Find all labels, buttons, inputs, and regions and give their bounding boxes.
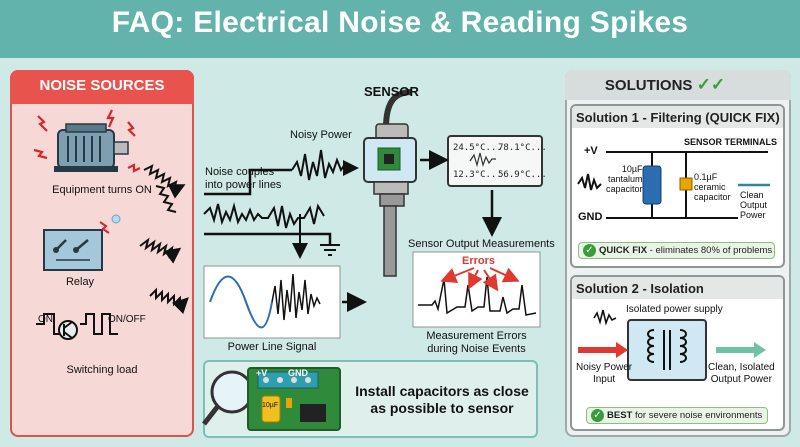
- check-marks-icon: ✓✓: [696, 75, 726, 94]
- sensor-output-plot: [412, 251, 541, 328]
- switch-on-tag: ON: [38, 314, 53, 325]
- board-cap-label: 10µF: [262, 402, 279, 409]
- noisy-power-wave: [291, 149, 359, 181]
- tantalum-capacitor-icon: [642, 165, 662, 205]
- noise-zigzag-arrows: [139, 164, 189, 315]
- coupled-noise-wave: [203, 202, 325, 229]
- board-gnd-label: GND: [288, 368, 308, 378]
- s1-gnd-label: GND: [578, 211, 603, 223]
- reading-2: 78.1°C...: [498, 143, 547, 153]
- solutions-header: [565, 70, 791, 100]
- s1-plusv-label: +V: [584, 145, 598, 157]
- solution1-title: Solution 1 - Filtering (QUICK FIX): [576, 110, 780, 125]
- s1-sensor-terminals-label: SENSOR TERMINALS: [684, 137, 778, 147]
- reading-3: 12.3°C...: [453, 170, 502, 180]
- s1-quick-fix-badge: ✓QUICK FIX - eliminates 80% of problems: [578, 242, 775, 259]
- equipment-label: Equipment turns ON: [52, 184, 152, 196]
- noise-sources-header: [10, 70, 194, 104]
- check-icon: ✓: [583, 244, 596, 257]
- solutions-title: SOLUTIONS ✓✓: [604, 75, 726, 94]
- noisy-input-wave: [593, 309, 617, 326]
- s1-cap2-label: 0.1µF ceramic capacitor: [694, 172, 731, 202]
- sensor-output-label: Sensor Output Measurements: [408, 238, 555, 250]
- check-icon: ✓: [591, 409, 604, 422]
- solution1-header: [572, 106, 783, 128]
- switch-onoff-tag: ON/OFF: [108, 314, 146, 325]
- s2-best-badge: ✓BEST for severe noise environments: [586, 407, 768, 424]
- filter-schematic: [577, 151, 768, 219]
- motor-icon: [54, 123, 129, 172]
- noisy-power-label: Noisy Power: [290, 129, 352, 141]
- ground-icon: [320, 244, 340, 256]
- measurement-errors-label: Measurement Errors during Noise Events: [426, 330, 527, 355]
- power-lines: [204, 168, 332, 245]
- solution2-title: Solution 2 - Isolation: [576, 281, 704, 296]
- transistor-icon: [36, 313, 118, 340]
- reading-1: 24.5°C...: [453, 143, 502, 153]
- circuit-board-icon: [247, 367, 341, 431]
- s2-noisy-input-label: Noisy Power Input: [576, 362, 633, 385]
- install-tip-text: Install capacitors as close as possible …: [355, 383, 529, 416]
- board-vplus-label: +V: [256, 368, 268, 378]
- spark-icons: [33, 109, 141, 173]
- s2-isolated-supply-label: Isolated power supply: [626, 304, 723, 315]
- s1-cap1-label: 10µF tantalum capacitor: [606, 164, 643, 194]
- s1-clean-output-label: Clean Output Power: [740, 190, 768, 220]
- transformer-icon: [627, 319, 707, 381]
- relay-label: Relay: [65, 276, 95, 288]
- title-bar: [0, 0, 800, 58]
- sensor-label: SENSOR: [364, 84, 419, 99]
- noise-sources-title: NOISE SOURCES: [39, 77, 165, 94]
- page-title: FAQ: Electrical Noise & Reading Spikes: [111, 6, 689, 39]
- power-line-signal-plot: [203, 265, 341, 339]
- reading-4: 56.9°C...: [498, 170, 547, 180]
- s2-clean-output-label: Clean, Isolated Output Power: [708, 362, 775, 385]
- sensor-icon: [363, 89, 417, 277]
- magnifier-icon: [202, 370, 254, 426]
- switching-load-label: Switching load: [66, 364, 138, 376]
- noise-couples-label: Noise couples into power lines: [205, 166, 282, 191]
- relay-icon: [43, 214, 121, 271]
- solution2-header: [572, 277, 783, 299]
- power-line-signal-label: Power Line Signal: [227, 341, 317, 353]
- errors-label: Errors: [462, 255, 496, 267]
- ceramic-capacitor-icon: [679, 177, 693, 191]
